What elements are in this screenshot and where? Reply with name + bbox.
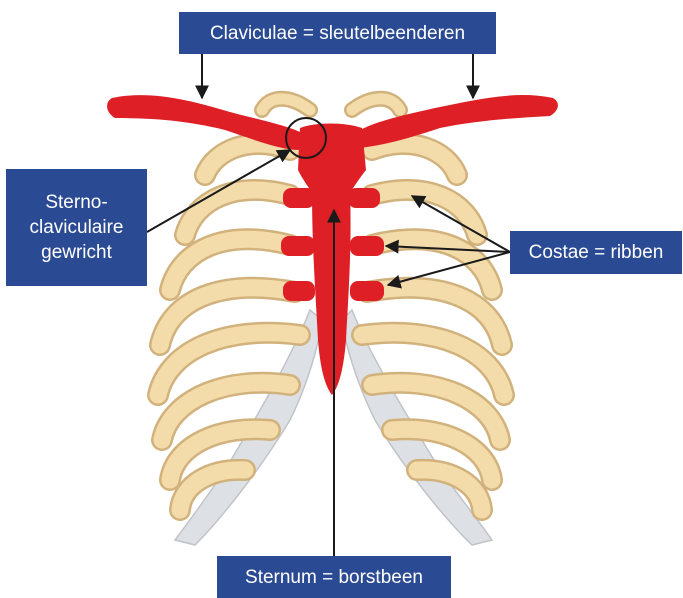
costal-joint-1-left	[283, 188, 315, 208]
costal-joint-2-left	[281, 236, 315, 256]
sternoclavicular-label-line-3: gewricht	[41, 240, 112, 265]
clavicle-label-text: Claviculae = sleutelbeenderen	[210, 21, 465, 46]
costal-joint-1-right	[348, 188, 380, 208]
first-ribs	[262, 99, 400, 110]
costae-label-text: Costae = ribben	[529, 240, 664, 265]
sternum-label: Sternum = borstbeen	[217, 556, 451, 598]
costal-joint-3-right	[350, 281, 384, 301]
sternoclavicular-label-line-2: claviculaire	[30, 215, 124, 240]
sternoclavicular-label-line-1: Sterno-	[45, 190, 107, 215]
costae-label: Costae = ribben	[510, 231, 682, 274]
costal-joint-3-left	[283, 281, 315, 301]
costal-joint-2-right	[350, 236, 384, 256]
sternoclavicular-label: Sterno- claviculaire gewricht	[6, 169, 147, 286]
left-ribs	[158, 144, 300, 510]
clavicle-label: Claviculae = sleutelbeenderen	[179, 12, 496, 54]
sternum-body	[312, 190, 351, 395]
sternum-label-text: Sternum = borstbeen	[245, 565, 423, 590]
right-ribs	[362, 144, 504, 510]
